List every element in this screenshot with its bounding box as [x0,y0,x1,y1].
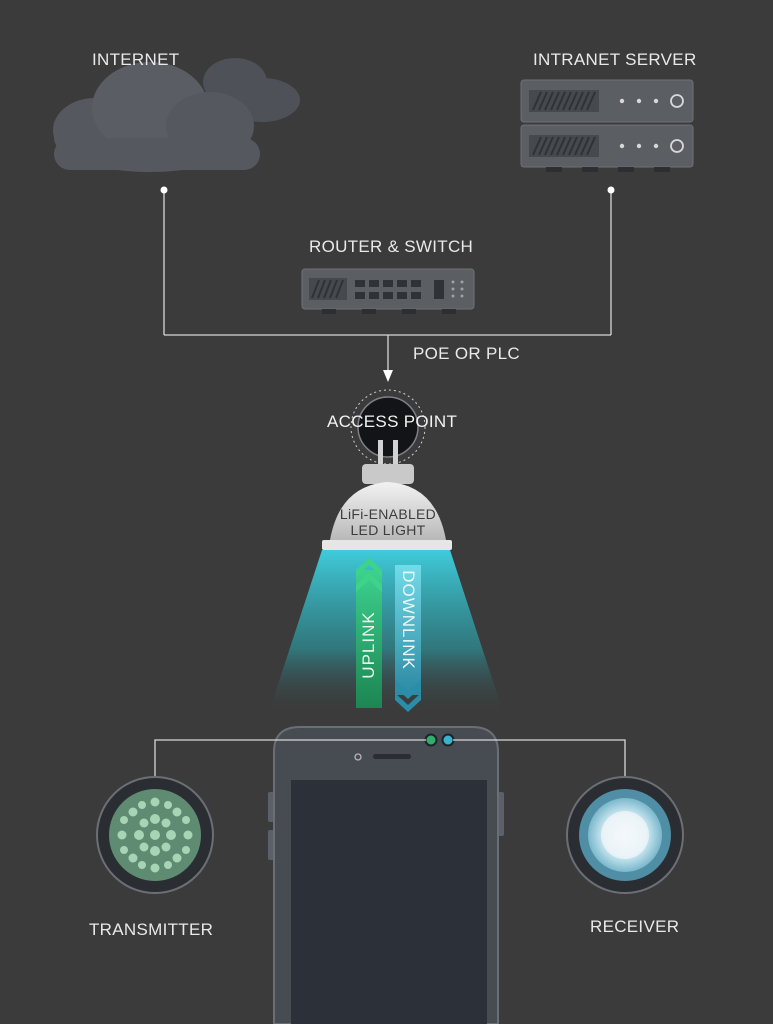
server-icon [520,79,694,172]
transmitter-icon [96,776,214,894]
server-node [607,186,615,194]
receiver-label: RECEIVER [590,917,680,936]
light-beam [268,550,504,715]
intranet-server-label: INTRANET SERVER [533,50,697,69]
downlink-bar [395,565,421,712]
access-point-label: ACCESS POINT [327,412,458,431]
transmitter-label: TRANSMITTER [89,920,214,939]
led-light-icon [322,440,452,550]
internet-label: INTERNET [92,50,180,69]
led-light-label: LiFi-ENABLED LED LIGHT [330,506,446,538]
cloud-icon [53,58,300,172]
receiver-icon [566,776,684,894]
access-point-icon [350,389,426,465]
arrow-down-icon [383,370,393,382]
uplink-bar [356,558,382,708]
led-light-label-line2: LED LIGHT [350,522,426,538]
device-lines [154,739,626,778]
internet-node [160,186,168,194]
smartphone-icon [268,726,504,1024]
led-light-label-line1: LiFi-ENABLED [339,506,437,522]
router-switch-icon [301,268,475,314]
router-switch-label: ROUTER & SWITCH [309,237,474,256]
network-lines [163,190,612,372]
downlink-label: DOWNLINK [399,570,418,670]
poe-plc-label: POE OR PLC [413,344,520,363]
uplink-label: UPLINK [359,611,378,679]
